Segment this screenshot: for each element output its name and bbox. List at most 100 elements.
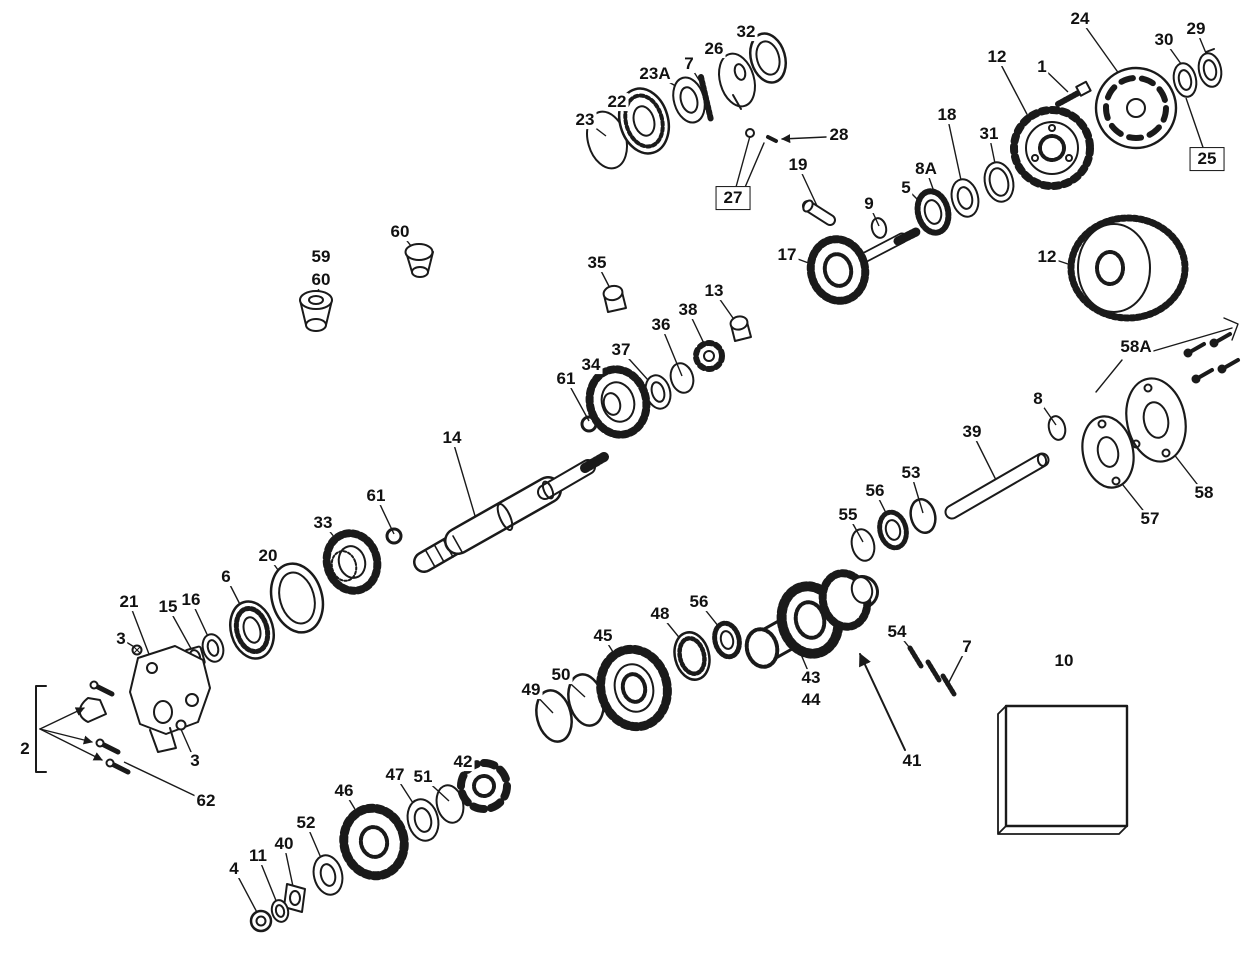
washer-47 [406,798,440,842]
callout-7: 7 [960,637,974,657]
callout-5: 5 [899,178,913,198]
ring-gear-32 [749,32,787,84]
washer-16 [201,633,225,663]
snap-ring-36 [669,362,695,394]
callout-46: 46 [332,781,356,801]
callout-58A: 58A [1118,337,1154,357]
ring-53 [909,498,937,534]
washer-9 [870,217,888,239]
plate-58 [1125,377,1187,463]
callout-4: 4 [227,859,241,879]
callout-8: 8 [1031,389,1045,409]
callout-20: 20 [256,546,280,566]
plate-21 [129,645,211,753]
callout-35: 35 [585,253,609,273]
pin-28 [766,135,778,143]
callout-38: 38 [676,300,700,320]
callout-15: 15 [156,597,180,617]
callout-26: 26 [702,39,726,59]
callout-8A: 8A [913,159,939,179]
spring-7 [698,74,714,123]
callout-28: 28 [827,125,851,145]
springs-54-7 [907,645,957,697]
callout-2: 2 [18,739,32,759]
shifter-clutch-42 [457,759,511,813]
callout-9: 9 [862,194,876,214]
bushing-59-60 [299,290,333,332]
screw-2-a [93,683,115,697]
pin-19 [802,199,836,226]
callout-57: 57 [1138,509,1162,529]
retainer-20 [269,562,325,634]
sprocket-12-top [1010,106,1094,190]
callout-3: 3 [114,629,128,649]
ring-49 [535,689,573,743]
washer-52 [312,854,344,896]
screw-3-upper [131,644,143,656]
callout-43: 43 [799,668,823,688]
callout-19: 19 [786,155,810,175]
callout-60: 60 [388,222,412,242]
screw-2-b [99,741,121,755]
gear-17-assembly [806,227,921,305]
callout-60: 60 [309,270,333,290]
callout-3: 3 [188,751,202,771]
callout-47: 47 [383,765,407,785]
callout-58: 58 [1192,483,1216,503]
callout-1: 1 [1035,57,1049,77]
spring-clip [78,697,107,723]
callout-25: 25 [1189,147,1225,171]
callout-17: 17 [775,245,799,265]
bushing-35 [602,284,627,313]
callout-10: 10 [1052,651,1076,671]
callout-23A: 23A [637,64,673,84]
gear-34 [585,365,651,439]
callout-37: 37 [609,340,633,360]
callout-12: 12 [1035,247,1059,267]
callout-62: 62 [194,791,218,811]
gear-46 [339,803,409,881]
pawl-27 [745,128,755,138]
callout-16: 16 [179,590,203,610]
callout-61: 61 [364,486,388,506]
plate-57 [1081,415,1135,489]
callout-31: 31 [977,124,1001,144]
clutch-drum-12 [1067,214,1189,322]
callout-12: 12 [985,47,1009,67]
gear-38 [693,340,725,372]
ring-55 [850,528,876,562]
parts-artwork [35,32,1240,933]
screw-3-lower [175,719,187,731]
callout-50: 50 [549,665,573,685]
callout-40: 40 [272,834,296,854]
callout-6: 6 [219,567,233,587]
needle-bearing-5-8A [914,188,952,236]
callout-41: 41 [900,751,924,771]
ring-50 [567,673,605,727]
callout-24: 24 [1068,9,1092,29]
screw-2-c [109,761,131,775]
gasket-box-10 [997,704,1129,835]
bushing-60-upper [404,243,434,278]
countershaft-39 [944,452,1050,520]
callout-45: 45 [591,626,615,646]
callout-51: 51 [411,767,435,787]
callout-52: 52 [294,813,318,833]
callout-61: 61 [554,369,578,389]
bearing-56-upper [877,509,909,551]
bracket-58A [1095,317,1239,393]
lock-ring-29 [1197,48,1223,88]
callout-34: 34 [579,355,603,375]
bushing-13 [729,315,752,342]
lock-plate-40 [283,883,306,913]
ring-8 [1047,415,1067,441]
callout-49: 49 [519,680,543,700]
callout-55: 55 [836,505,860,525]
callout-48: 48 [648,604,672,624]
callout-29: 29 [1184,19,1208,39]
gear-45 [596,644,672,732]
callout-27: 27 [715,186,751,210]
nut-61-upper [580,415,598,433]
ring-51 [435,784,465,824]
